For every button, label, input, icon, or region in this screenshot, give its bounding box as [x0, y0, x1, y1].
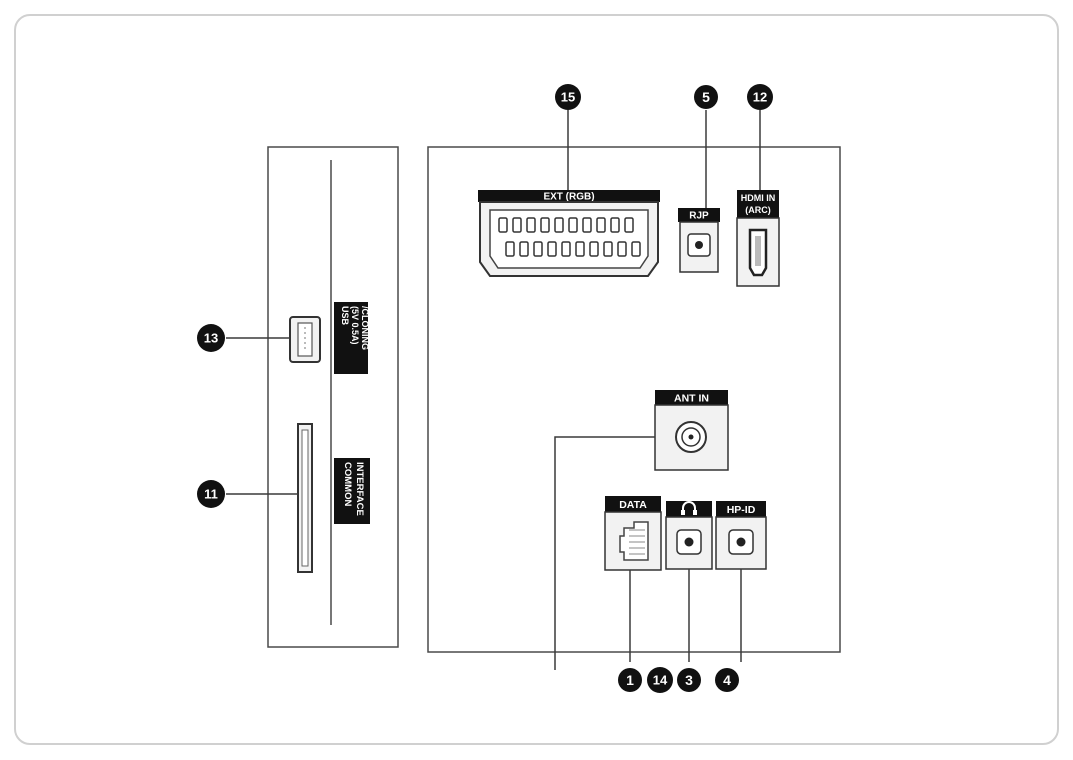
scart-pin: [505, 241, 515, 257]
usb-label-line1: USB: [340, 306, 350, 326]
scart-pin: [512, 217, 522, 233]
scart-pin: [498, 217, 508, 233]
scart-pin: [526, 217, 536, 233]
ant-label: ANT IN: [674, 393, 709, 405]
callout-5: 5: [694, 85, 718, 109]
rjp-label: RJP: [689, 211, 709, 222]
scart-pin: [519, 241, 529, 257]
ci-label-line2: INTERFACE: [354, 462, 365, 516]
callout-4: 4: [715, 668, 739, 692]
scart-label: EXT (RGB): [543, 192, 594, 203]
scart-pin: [624, 217, 634, 233]
hdmi-label-line1: HDMI IN: [741, 193, 776, 203]
callout-11-number: 11: [204, 487, 218, 502]
usb-label-line3: /CLONING: [360, 306, 370, 350]
callout-13-number: 13: [204, 331, 218, 346]
scart-pin: [547, 241, 557, 257]
usb-label: USB (5V 0.5A) /CLONING: [334, 302, 370, 374]
leader-14: [554, 436, 655, 670]
side-panel: [267, 146, 399, 648]
headphone-port: [665, 501, 713, 570]
hdmi-port: HDMI IN (ARC): [736, 190, 780, 287]
scart-pins-top: [498, 217, 634, 233]
usb-port: [289, 316, 321, 363]
outer-frame: [14, 14, 1059, 745]
callout-5-number: 5: [702, 89, 710, 105]
callout-1: 1: [618, 668, 642, 692]
scart-pin: [575, 241, 585, 257]
data-port: DATA: [604, 496, 662, 571]
ci-label-line1: COMMON: [342, 462, 353, 506]
common-interface-slot: [297, 423, 313, 573]
common-interface-label: COMMON INTERFACE: [334, 458, 370, 524]
scart-pin: [631, 241, 641, 257]
hp-id-port: HP-ID: [715, 501, 767, 570]
scart-pin: [596, 217, 606, 233]
headphone-icon: [681, 501, 697, 515]
callout-15: 15: [555, 84, 581, 110]
callout-15-number: 15: [561, 90, 575, 105]
data-label: DATA: [619, 499, 647, 511]
scart-pin: [610, 217, 620, 233]
rjp-port: RJP: [678, 208, 720, 273]
callout-14-number: 14: [653, 673, 668, 688]
scart-pin: [568, 217, 578, 233]
callout-13: 13: [197, 324, 225, 352]
scart-pin: [533, 241, 543, 257]
leader-lines: [226, 110, 761, 670]
hdmi-label-line2: (ARC): [745, 205, 771, 215]
hp-id-label: HP-ID: [727, 504, 756, 516]
scart-pins-bottom: [505, 241, 641, 257]
callout-1-number: 1: [626, 672, 634, 688]
callout-11: 11: [197, 480, 225, 508]
scart-port: EXT (RGB): [478, 190, 660, 277]
scart-pin: [561, 241, 571, 257]
scart-pin: [540, 217, 550, 233]
callout-3-number: 3: [685, 672, 693, 688]
callout-12: 12: [747, 84, 773, 110]
callout-14: 14: [647, 667, 673, 693]
scart-pin: [617, 241, 627, 257]
callout-3: 3: [677, 668, 701, 692]
scart-pin: [582, 217, 592, 233]
scart-pin: [603, 241, 613, 257]
callout-12-number: 12: [753, 90, 767, 105]
scart-pin: [589, 241, 599, 257]
callout-4-number: 4: [723, 672, 731, 688]
scart-pin: [554, 217, 564, 233]
antenna-port: ANT IN: [654, 390, 729, 471]
usb-label-line2: (5V 0.5A): [350, 306, 360, 345]
